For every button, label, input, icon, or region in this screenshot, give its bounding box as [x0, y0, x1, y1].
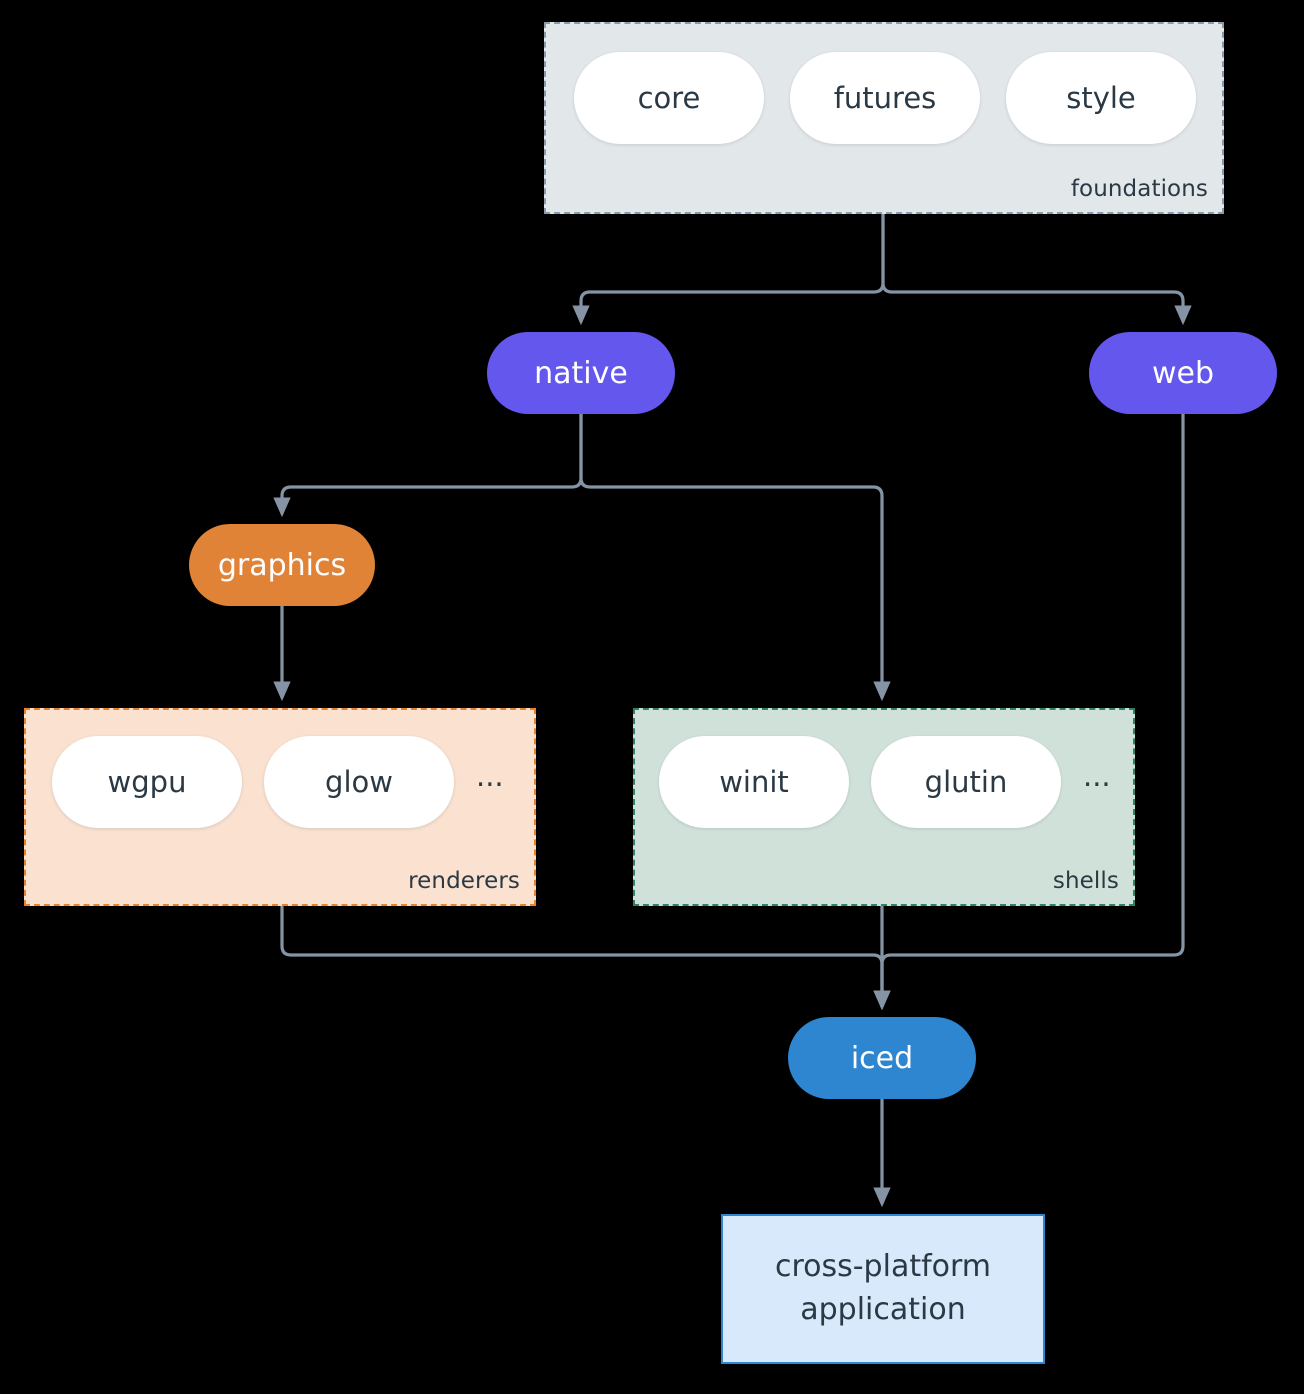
application-line-1: cross-platform [774, 1249, 992, 1285]
leaf-glow[interactable]: glow [264, 736, 454, 828]
leaf-wgpu[interactable]: wgpu [52, 736, 242, 828]
renderers-more-ellipsis: ... [476, 759, 504, 794]
shells-items: winit glutin ... [659, 736, 1111, 828]
edge-native-graphics [273, 414, 583, 518]
edge-foundations-web [881, 214, 1192, 326]
leaf-futures[interactable]: futures [790, 52, 980, 144]
node-iced[interactable]: iced [788, 1017, 976, 1099]
application-line-2: application [800, 1292, 966, 1327]
edge-foundations-native [572, 214, 885, 326]
edge-native-shells [579, 414, 891, 702]
node-cross-platform-application[interactable]: cross-platform application [721, 1214, 1045, 1364]
group-foundations: core futures style foundations [544, 22, 1224, 214]
group-shells: winit glutin ... shells [633, 708, 1135, 906]
group-label-shells: shells [1052, 868, 1119, 894]
leaf-style[interactable]: style [1006, 52, 1196, 144]
node-native[interactable]: native [487, 332, 675, 414]
group-label-foundations: foundations [1070, 176, 1208, 202]
group-renderers: wgpu glow ... renderers [24, 708, 536, 906]
foundations-items: core futures style [574, 52, 1196, 144]
node-web[interactable]: web [1089, 332, 1277, 414]
edge-renderers-iced [280, 906, 891, 1011]
node-graphics[interactable]: graphics [189, 524, 375, 606]
leaf-glutin[interactable]: glutin [871, 736, 1061, 828]
renderers-items: wgpu glow ... [52, 736, 504, 828]
shells-more-ellipsis: ... [1083, 759, 1111, 794]
leaf-core[interactable]: core [574, 52, 764, 144]
group-label-renderers: renderers [408, 868, 520, 894]
leaf-winit[interactable]: winit [659, 736, 849, 828]
